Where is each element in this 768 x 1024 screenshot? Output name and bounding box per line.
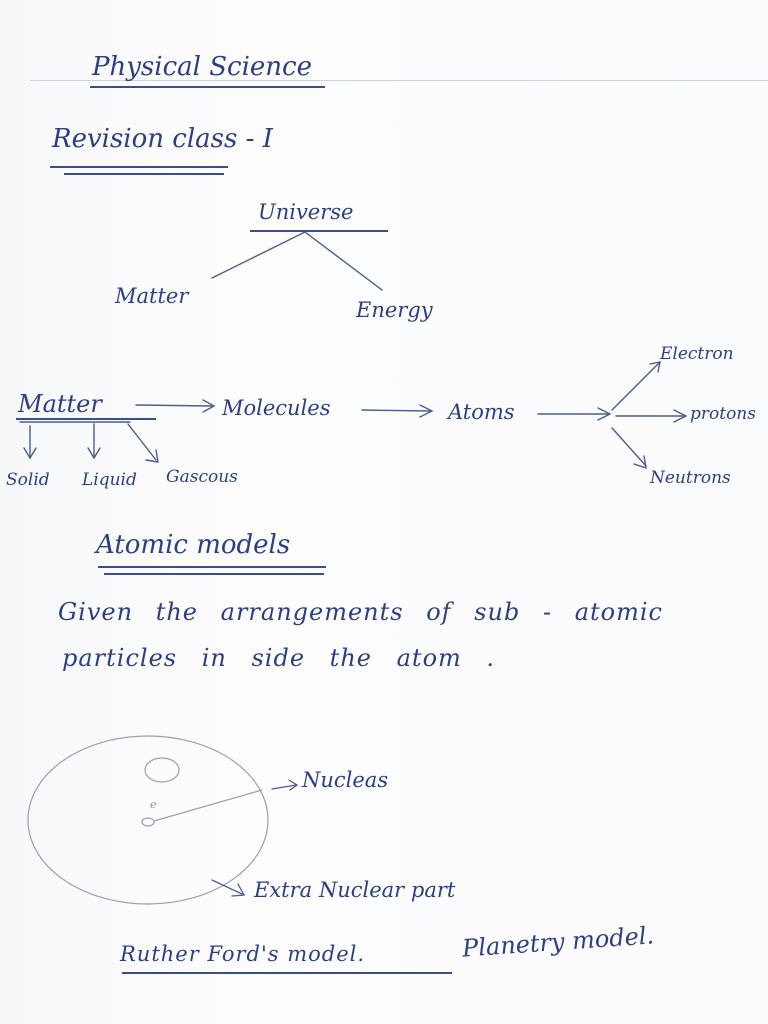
state-liquid: Liquid <box>82 470 137 490</box>
nucleus-label: Nucleas <box>302 768 389 792</box>
section-heading: Atomic models <box>96 530 291 560</box>
arrow-molecules-atoms <box>361 409 431 412</box>
arrowhead-liquid <box>87 447 101 460</box>
arrow-matter-molecules <box>135 404 213 407</box>
flow-molecules: Molecules <box>222 396 331 420</box>
extra-nuclear-label: Extra Nuclear part <box>254 878 456 902</box>
flow-start-underline <box>16 418 156 420</box>
subtitle-underline-2 <box>64 173 224 175</box>
flow-atoms: Atoms <box>448 400 515 424</box>
page-subtitle: Revision class - I <box>52 124 273 154</box>
page-title: Physical Science <box>92 52 312 82</box>
arrowhead-extra-nuclear <box>231 883 246 897</box>
arrowhead-2 <box>419 404 434 418</box>
branch-electron: Electron <box>660 344 734 364</box>
footer-model-1: Ruther Ford's model. <box>120 942 366 966</box>
arrow-gascous <box>127 423 157 461</box>
arrowhead-1 <box>202 399 216 413</box>
arrow-neutrons <box>611 427 647 467</box>
radius-line <box>153 789 263 822</box>
arrowhead-solid <box>23 447 37 460</box>
tree-right: Energy <box>356 298 433 322</box>
arrowhead-3 <box>597 407 612 421</box>
tree-root-underline <box>250 230 388 232</box>
arrowhead-electron <box>649 361 661 373</box>
state-gascous: Gascous <box>166 467 238 487</box>
section-line-2: particles in side the atom . <box>62 644 496 672</box>
arrow-electron <box>611 361 661 411</box>
nucleus-circle <box>144 757 180 783</box>
center-mark: e <box>150 798 157 811</box>
title-underline <box>90 86 325 88</box>
tree-branch-right <box>304 231 383 291</box>
arrowhead-protons <box>673 409 688 423</box>
arrowhead-neutrons <box>633 455 647 470</box>
branch-neutrons: Neutrons <box>650 468 731 488</box>
center-dot <box>141 817 155 827</box>
section-underline-2 <box>104 573 324 575</box>
tree-left: Matter <box>115 284 189 308</box>
rule-line <box>30 80 768 81</box>
arrow-extra-nuclear <box>211 879 243 895</box>
flow-start: Matter <box>18 390 102 418</box>
state-solid: Solid <box>6 470 50 490</box>
tree-branch-left <box>211 231 306 279</box>
footer-underline <box>122 972 452 974</box>
subtitle-underline-1 <box>50 166 228 168</box>
arrowhead-nucleus <box>288 779 299 791</box>
arrowhead-gascous <box>145 449 159 463</box>
section-line-1: Given the arrangements of sub - atomic <box>58 598 663 626</box>
section-underline-1 <box>98 566 326 568</box>
branch-protons: protons <box>690 404 756 424</box>
arrow-nucleus <box>271 784 297 790</box>
tree-root: Universe <box>258 200 354 224</box>
atom-outline <box>27 735 269 905</box>
